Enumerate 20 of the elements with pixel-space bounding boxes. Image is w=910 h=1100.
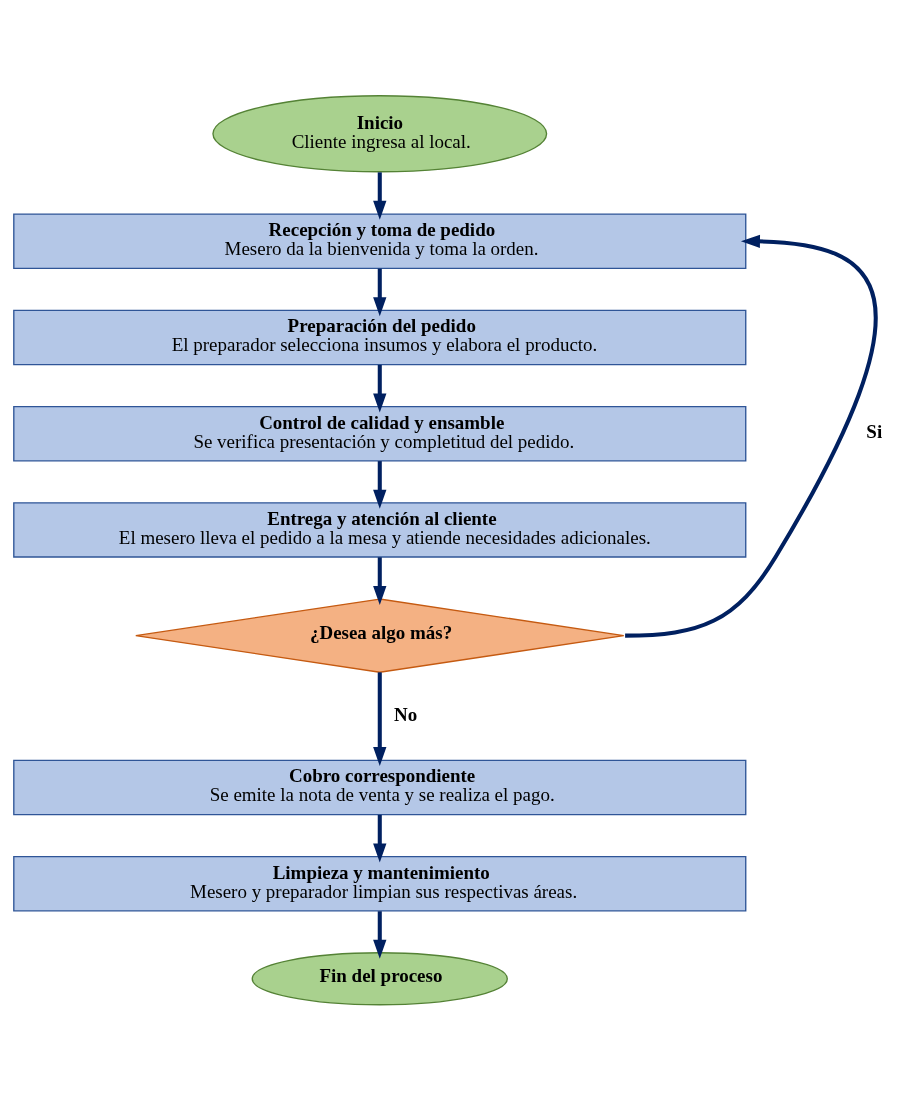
node-box: Recepción y toma de pedido Mesero da la bienvenida y toma la orden. (13, 213, 747, 269)
node-box: Entrega y atención al cliente El mesero lleva el pedido a la mesa y atiende necesidades adicionales. (13, 502, 747, 558)
arrow (373, 911, 387, 959)
node-box: Limpieza y mantenimiento Mesero y preparador limpian sus respectivas áreas. (13, 855, 747, 912)
arrow (373, 461, 387, 509)
node-box: Control de calidad y ensamble Se verifica presentación y completitud del pedido. (13, 405, 747, 462)
arrow (625, 234, 878, 638)
edge-label: Si (866, 421, 883, 443)
arrow (373, 268, 387, 317)
node-diamond: ¿Desea algo más? (135, 598, 625, 673)
arrow (373, 557, 387, 606)
arrow (373, 814, 387, 863)
node-box: Cobro correspondiente Se emite la nota de venta y se realiza el pago. (13, 759, 747, 816)
node-ellipse: Fin del proceso (251, 952, 508, 1006)
arrow (373, 672, 387, 767)
arrow (373, 364, 387, 413)
arrow (373, 172, 387, 220)
edge-label: No (394, 703, 418, 725)
node-box: Preparación del pedido El preparador selecciona insumos y elabora el producto. (13, 309, 747, 366)
node-ellipse: Inicio Cliente ingresa al local. (212, 95, 548, 173)
